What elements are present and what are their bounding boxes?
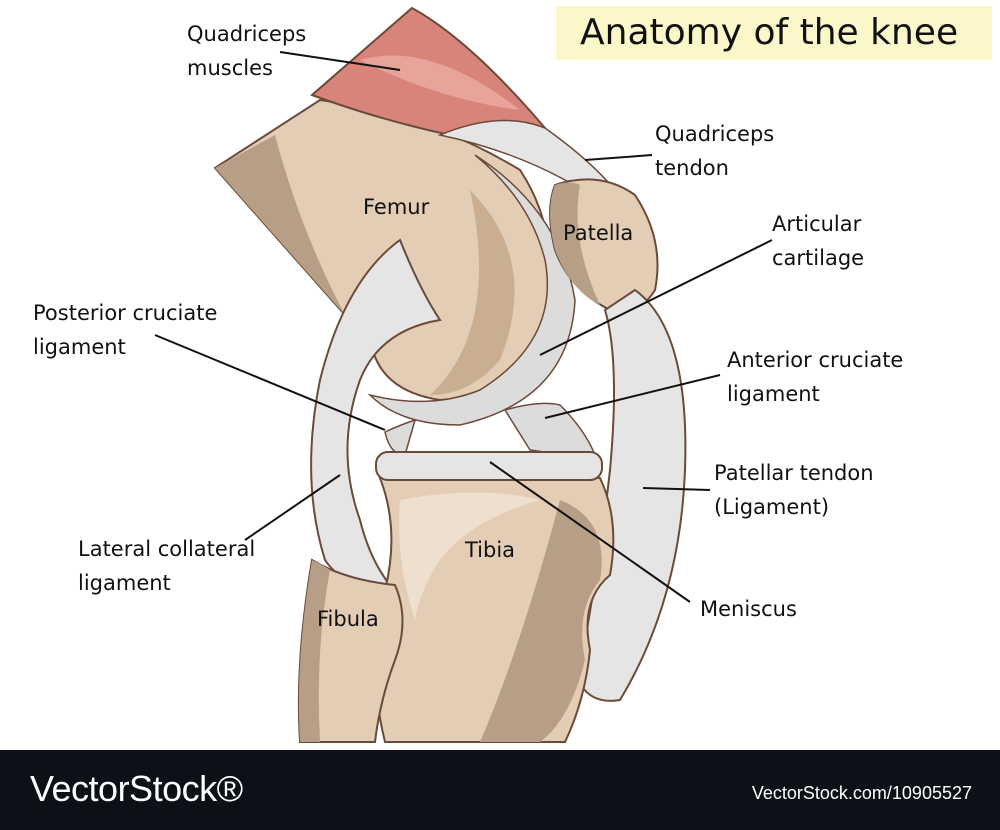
label-tibia: Tibia bbox=[465, 538, 516, 562]
label-articular-cartilage: Articular cartilage bbox=[772, 212, 865, 270]
leader-articular-cartilage bbox=[539, 239, 773, 356]
label-quadriceps-muscles: Quadriceps muscles bbox=[187, 22, 307, 80]
tibia-shadow bbox=[480, 500, 602, 742]
label-quadriceps-tendon: Quadriceps tendon bbox=[655, 122, 775, 180]
tibia-highlight bbox=[399, 492, 540, 620]
knee-anatomy-illustration bbox=[154, 6, 773, 743]
label-meniscus: Meniscus bbox=[700, 597, 797, 621]
label-patella: Patella bbox=[563, 221, 634, 245]
posterior-cruciate-ligament-shape bbox=[310, 238, 442, 587]
vectorstock-logo: VectorStock® bbox=[30, 768, 243, 809]
title-banner: Anatomy of the knee bbox=[556, 6, 992, 60]
label-fibula: Fibula bbox=[317, 607, 379, 631]
label-posterior-cruciate-ligament: Posterior cruciate ligament bbox=[33, 301, 218, 359]
femur-condyle-shade bbox=[430, 190, 515, 395]
label-anterior-cruciate-ligament: Anterior cruciate ligament bbox=[727, 348, 904, 406]
leader-posterior-cruciate bbox=[154, 334, 386, 431]
femur-shadow bbox=[215, 135, 345, 315]
label-femur: Femur bbox=[363, 195, 430, 219]
leader-quadriceps-muscles bbox=[279, 51, 401, 71]
leader-patellar-tendon bbox=[642, 487, 711, 491]
anterior-cruciate-ligament-shape bbox=[503, 402, 597, 456]
patella-shadow bbox=[550, 182, 600, 305]
articular-cartilage-shape bbox=[367, 154, 576, 426]
label-lateral-collateral-ligament: Lateral collateral ligament bbox=[78, 537, 256, 595]
image-id-text: VectorStock.com/10905527 bbox=[751, 783, 972, 803]
leader-anterior-cruciate bbox=[544, 374, 721, 419]
page-title: Anatomy of the knee bbox=[580, 12, 959, 53]
fibula-shadow bbox=[298, 560, 330, 742]
ligament-strand bbox=[384, 418, 417, 456]
leader-meniscus bbox=[489, 461, 691, 603]
leader-lateral-collateral bbox=[244, 474, 341, 541]
meniscus-shape bbox=[375, 451, 603, 481]
patellar-tendon-shape bbox=[576, 288, 687, 702]
watermark-footer: VectorStock® VectorStock.com/10905527 bbox=[0, 750, 1000, 830]
label-patellar-tendon: Patellar tendon (Ligament) bbox=[714, 461, 874, 519]
leader-quadriceps-tendon bbox=[584, 154, 653, 161]
